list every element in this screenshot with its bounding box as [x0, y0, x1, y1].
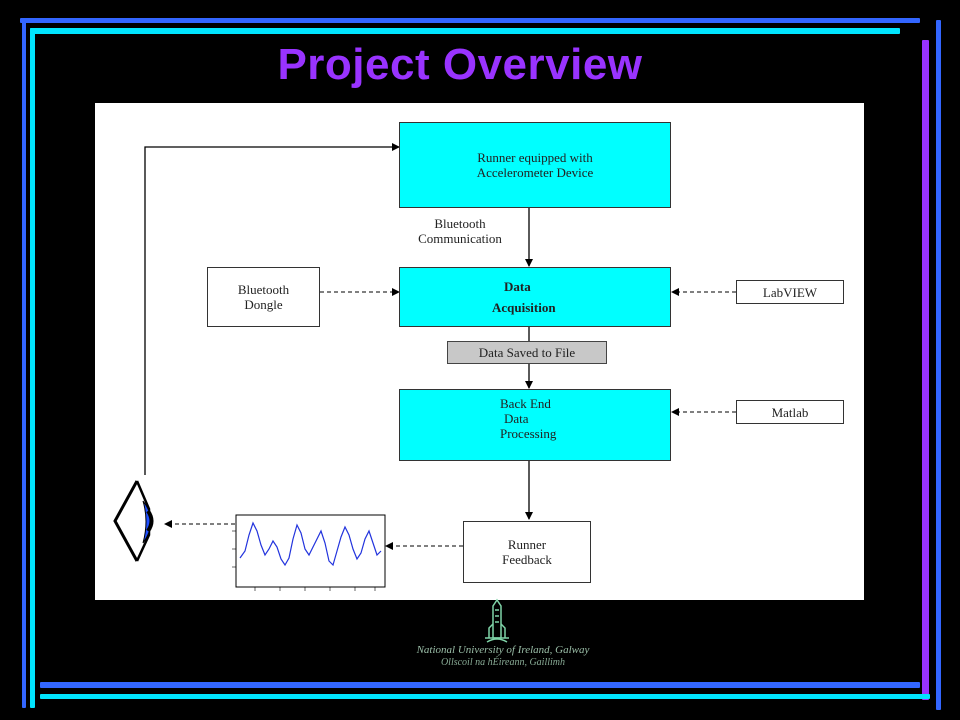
- eye-icon: [113, 480, 154, 562]
- diagram-connectors: [113, 143, 736, 591]
- backend-line3: Processing: [500, 426, 557, 441]
- backend-line2: Data: [504, 411, 529, 426]
- bluetooth-dongle-line2: Dongle: [244, 297, 283, 312]
- labview-box: LabVIEW: [736, 280, 844, 304]
- frame-bar-bottom-cyan: [40, 694, 930, 699]
- runner-feedback-line2: Feedback: [502, 552, 552, 567]
- matlab-label: Matlab: [771, 404, 809, 420]
- frame-bar-top-blue: [20, 18, 920, 23]
- backend-line1: Back End: [500, 396, 551, 411]
- data-saved-label: Data Saved to File: [478, 345, 576, 360]
- bluetooth-dongle-box: Bluetooth Dongle: [207, 267, 320, 327]
- feedback-loop-arrow: [144, 143, 400, 475]
- slide-title: Project Overview: [277, 40, 643, 89]
- bluetooth-dongle-line1: Bluetooth: [237, 282, 290, 297]
- university-crest-icon: [485, 598, 509, 643]
- runner-device-line1: Runner equipped with: [477, 150, 593, 165]
- bluetooth-comm-line2: Communication: [418, 231, 502, 246]
- university-name: National University of Ireland, Galway: [416, 644, 590, 656]
- data-acquisition-box: Data Acquisition: [399, 267, 671, 327]
- university-name-irish: Ollscoil na hÉireann, Gaillimh: [440, 657, 566, 668]
- frame-bar-top-cyan: [30, 28, 900, 34]
- labview-label: LabVIEW: [762, 284, 818, 300]
- runner-device-line2: Accelerometer Device: [476, 165, 594, 180]
- data-saved-box: Data Saved to File: [447, 341, 607, 364]
- runner-feedback-box: Runner Feedback: [463, 521, 591, 583]
- runner-feedback-line1: Runner: [507, 537, 547, 552]
- bluetooth-comm-line1: Bluetooth: [434, 216, 486, 231]
- frame-bar-right-purple: [922, 40, 929, 700]
- data-acquisition-line1: Data: [504, 279, 531, 294]
- flow-diagram: Runner equipped with Accelerometer Devic…: [95, 103, 864, 600]
- frame-bar-bottom-blue: [40, 682, 920, 688]
- data-acquisition-line2: Acquisition: [492, 300, 556, 315]
- backend-processing-box: Back End Data Processing: [399, 389, 671, 461]
- frame-bar-left-blue: [22, 18, 26, 708]
- frame-bar-left-cyan: [30, 28, 35, 708]
- frame-bar-right-blue: [936, 20, 941, 710]
- runner-device-box: Runner equipped with Accelerometer Devic…: [399, 122, 671, 208]
- bluetooth-communication-label: Bluetooth Communication: [395, 216, 525, 246]
- signal-plot: [232, 514, 386, 591]
- matlab-box: Matlab: [736, 400, 844, 424]
